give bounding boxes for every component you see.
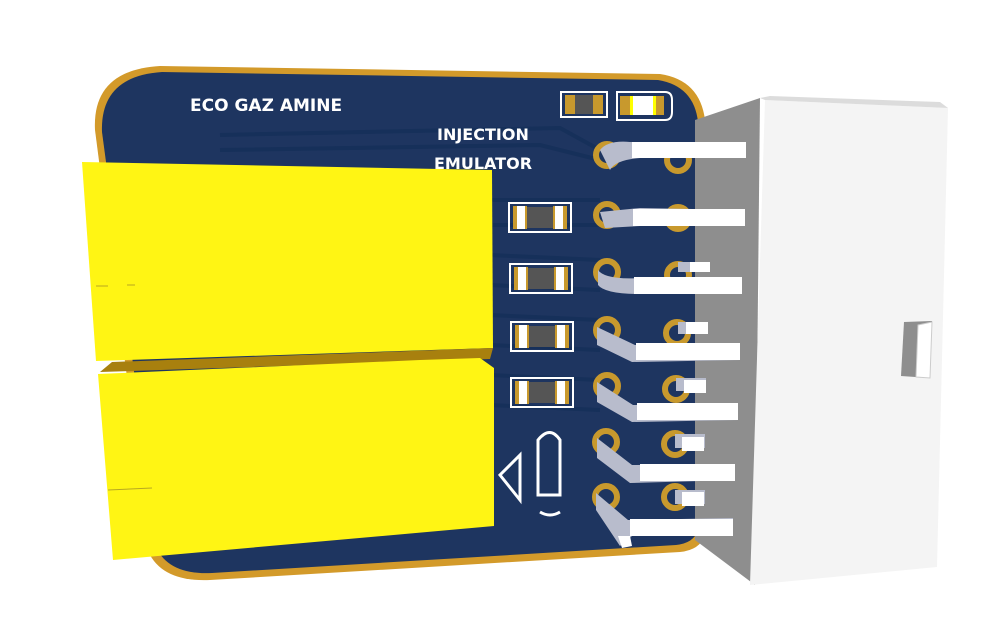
smd-resistor-3 xyxy=(510,321,574,352)
connector-pin-tips xyxy=(682,262,710,506)
relay-shadow-gap xyxy=(100,348,493,372)
diode-footprint xyxy=(497,431,562,517)
connector-top-edge xyxy=(760,96,948,108)
relay-top xyxy=(82,162,493,361)
silkscreen-subtitle-line2: EMULATOR xyxy=(434,154,532,173)
connector-body xyxy=(750,100,948,585)
relay-bottom xyxy=(98,358,494,560)
connector-side xyxy=(695,98,760,585)
led xyxy=(616,91,673,121)
connector-pins-front xyxy=(596,141,746,548)
smd-resistor-1 xyxy=(508,202,572,233)
smd-resistor-2 xyxy=(509,263,573,294)
silkscreen-title: ECO GAZ AMINE xyxy=(190,96,342,116)
smd-resistor-4 xyxy=(510,377,574,408)
smd-resistors xyxy=(508,202,574,408)
silkscreen-subtitle-line1: INJECTION xyxy=(437,125,529,144)
smd-resistor-top xyxy=(560,91,608,118)
connector-latch xyxy=(901,321,933,379)
